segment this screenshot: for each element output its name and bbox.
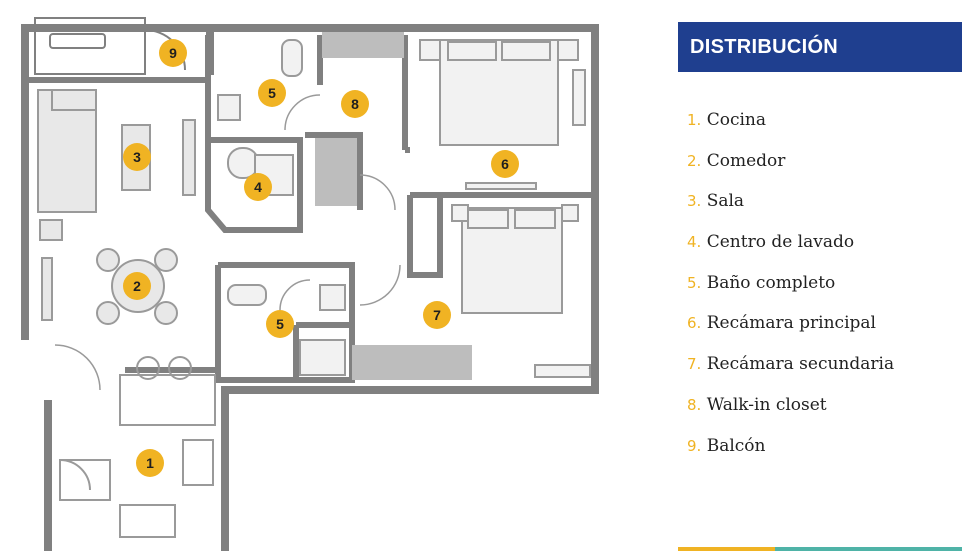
marker-6: 6: [491, 150, 519, 178]
living-furniture: [37, 89, 196, 241]
legend-item: 3. Sala: [687, 187, 894, 228]
marker-3: 3: [123, 143, 151, 171]
legend-item-number: 8.: [687, 395, 702, 414]
svg-text:4: 4: [254, 179, 262, 195]
legend-item-number: 6.: [687, 314, 702, 333]
legend-item-label: Cocina: [706, 110, 767, 130]
dining-furniture: [41, 248, 178, 325]
svg-text:2: 2: [133, 278, 141, 294]
room-markers: 1 2 3 4 5 5 6 7 8 9: [123, 39, 519, 477]
legend-item-number: 7.: [687, 355, 702, 374]
legend-item-number: 9.: [687, 436, 702, 455]
svg-text:5: 5: [276, 316, 284, 332]
closet-stripes: [315, 32, 472, 380]
legend-item-label: Centro de lavado: [706, 232, 855, 253]
marker-8: 8: [341, 90, 369, 118]
legend-item-number: 5.: [687, 273, 702, 292]
marker-4: 4: [244, 173, 272, 201]
legend-item: 8. Walk-in closet: [687, 391, 894, 432]
marker-7: 7: [423, 301, 451, 329]
marker-5b: 5: [266, 310, 294, 338]
legend-item: 7. Recámara secundaria: [687, 350, 894, 391]
svg-text:3: 3: [133, 149, 141, 165]
beds: [419, 39, 591, 378]
legend-item-label: Comedor: [706, 150, 786, 171]
legend-item-number: 4.: [687, 233, 702, 252]
doors: [54, 94, 401, 391]
bath-fixtures: [217, 39, 346, 376]
svg-text:7: 7: [433, 307, 441, 323]
legend-item: 4. Centro de lavado: [687, 228, 894, 269]
marker-9: 9: [159, 39, 187, 67]
svg-text:5: 5: [268, 85, 276, 101]
svg-text:9: 9: [169, 45, 177, 61]
svg-text:6: 6: [501, 156, 509, 172]
legend-item-label: Walk-in closet: [706, 394, 827, 415]
accent-bar: [678, 547, 962, 551]
floor-plan: 1 2 3 4 5 5 6 7 8 9: [21, 17, 599, 551]
marker-5a: 5: [258, 79, 286, 107]
legend-item-label: Sala: [706, 191, 745, 212]
svg-text:1: 1: [146, 455, 154, 471]
accent-bar-teal: [775, 547, 962, 551]
svg-text:8: 8: [351, 96, 359, 112]
legend-item-number: 3.: [687, 192, 702, 211]
accent-bar-yellow: [678, 547, 775, 551]
kitchen-furniture: [59, 356, 216, 538]
marker-1: 1: [136, 449, 164, 477]
legend-item-number: 1.: [687, 111, 702, 129]
legend-item-number: 2.: [687, 151, 702, 170]
legend-item-label: Recámara principal: [706, 313, 876, 334]
legend-item: 5. Baño completo: [687, 269, 894, 310]
marker-2: 2: [123, 272, 151, 300]
legend-item: 2. Comedor: [687, 147, 894, 188]
legend-list: 1. Cocina 2. Comedor 3. Sala 4. Centro d…: [687, 106, 894, 472]
legend-item-label: Balcón: [706, 435, 766, 456]
legend-item: 6. Recámara principal: [687, 309, 894, 350]
legend-title: DISTRIBUCIÓN: [678, 22, 962, 72]
legend-item-label: Recámara secundaria: [706, 354, 895, 375]
legend-item: 1. Cocina: [687, 106, 894, 147]
legend-item: 9. Balcón: [687, 432, 894, 473]
legend-item-label: Baño completo: [706, 272, 836, 293]
